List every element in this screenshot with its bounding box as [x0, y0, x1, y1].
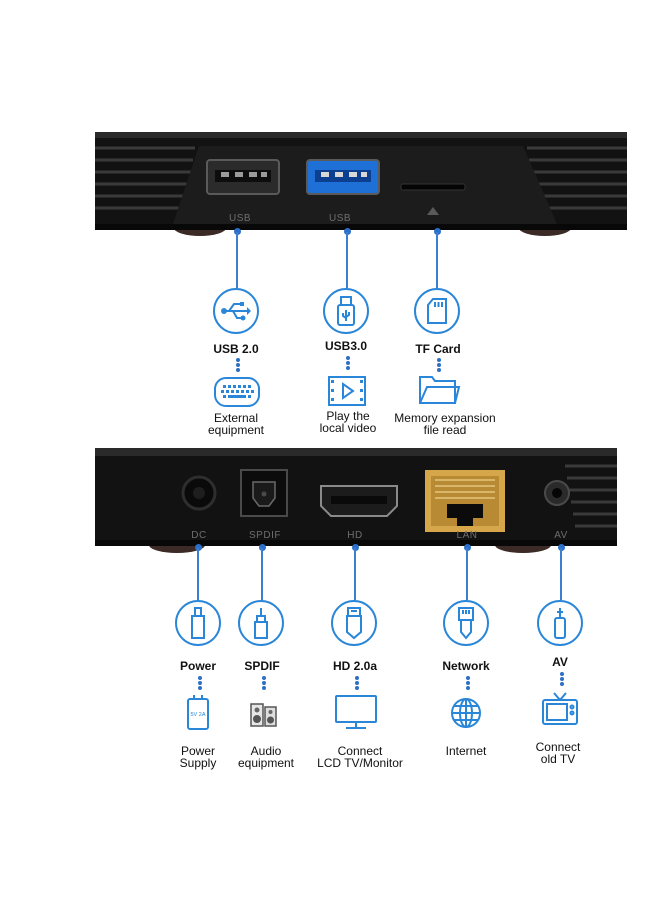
feature-description-av: Connect old TV [535, 740, 581, 766]
feature-description-power: Power Supply [179, 744, 217, 770]
port-label-usb3: USB [328, 213, 352, 224]
feature-title-av: AV [552, 655, 568, 669]
feature-description-spdif: Audio equipment [237, 744, 295, 770]
feature-title-usb3: USB3.0 [324, 339, 368, 353]
feature-title-tf-card: TF Card [415, 342, 461, 356]
optical-plug-icon [238, 600, 284, 646]
usb-icon [213, 288, 259, 334]
keyboard-icon [214, 374, 260, 410]
adapter-text: 5V 2A [191, 712, 206, 718]
feature-description-tf-card: Memory expansion file read [394, 411, 496, 437]
globe-icon [448, 695, 484, 731]
feature-title-hd: HD 2.0a [332, 659, 378, 673]
connector-line [261, 548, 263, 600]
folder-icon [417, 372, 461, 408]
connector-line [346, 232, 348, 288]
hdmi-plug-icon [331, 600, 377, 646]
feature-description-hd: Connect LCD TV/Monitor [317, 744, 403, 770]
connector-dot [234, 228, 241, 235]
feature-title-usb2: USB 2.0 [213, 342, 259, 356]
connector-dot [464, 544, 471, 551]
feature-title-spdif: SPDIF [244, 659, 280, 673]
feature-description-usb2: External equipment [207, 411, 265, 437]
feature-description-usb3: Play the local video [319, 409, 377, 435]
feature-title-power: Power [179, 659, 216, 673]
monitor-icon [334, 692, 378, 732]
tv-icon [540, 690, 580, 728]
connector-dot [558, 544, 565, 551]
port-label-dc: DC [191, 530, 207, 541]
connector-dot [434, 228, 441, 235]
port-label-av: AV [554, 530, 568, 541]
connector-line [560, 548, 562, 600]
usb-stick-icon [323, 288, 369, 334]
adapter-icon: 5V 2A [184, 694, 212, 734]
connector-line [354, 548, 356, 600]
port-label-hd: HD [347, 530, 363, 541]
port-label-usb2: USB [228, 213, 252, 224]
connector-line [236, 232, 238, 288]
rj45-plug-icon [443, 600, 489, 646]
top-device [95, 132, 627, 242]
connector-line [466, 548, 468, 600]
connector-dot [195, 544, 202, 551]
bottom-device [95, 448, 617, 558]
audio-jack-icon [537, 600, 583, 646]
feature-title-network: Network [442, 659, 490, 673]
feature-description-network: Internet [445, 744, 487, 758]
port-label-spdif: SPDIF [249, 530, 281, 541]
power-plug-icon [175, 600, 221, 646]
connector-dot [344, 228, 351, 235]
sd-card-icon [414, 288, 460, 334]
speakers-icon [248, 700, 280, 730]
port-label-lan: LAN [456, 530, 478, 541]
connector-line [197, 548, 199, 600]
connector-line [436, 232, 438, 288]
video-icon [326, 374, 368, 408]
connector-dot [352, 544, 359, 551]
connector-dot [259, 544, 266, 551]
